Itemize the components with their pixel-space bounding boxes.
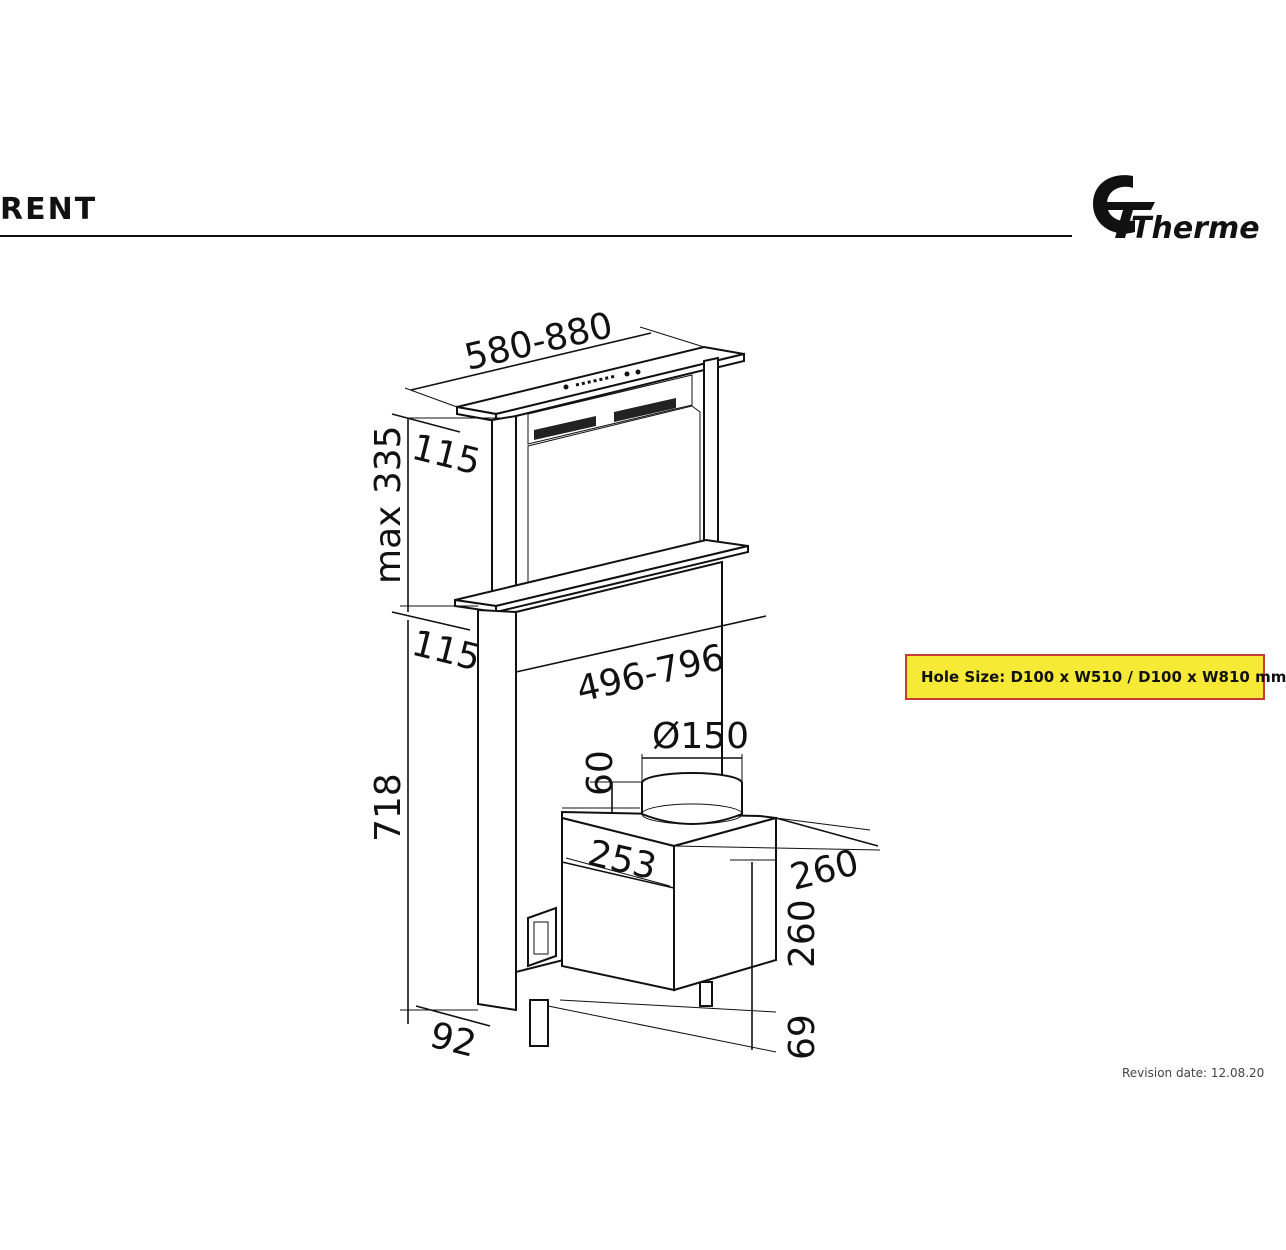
dim-feet-height: 69 [782,1014,823,1060]
dim-base-depth: 115 [408,623,485,679]
dim-collar-height: 60 [580,750,621,796]
control-panel [563,369,641,390]
dim-bottom-depth: 92 [426,1015,480,1066]
motor-unit [527,772,777,992]
dim-max-height: max 335 [368,425,409,584]
brand-logo: Therme [1093,175,1260,246]
dim-width-top: 580-880 [461,305,617,379]
hood-body [454,345,749,1047]
hole-size-notice: Hole Size: D100 x W510 / D100 x W810 mm [905,654,1286,700]
intake-slot-right [614,398,676,422]
dim-top-depth: 115 [408,427,485,483]
support-leg-right [699,981,713,1007]
dim-total-height: 718 [368,773,409,842]
dim-motor-depth: 260 [786,842,863,898]
technical-drawing: 580-880 115 max 335 115 496-796 Ø150 60 … [368,305,881,1066]
header-divider [0,235,1072,237]
revision-date: Revision date: 12.08.20 [1122,1066,1265,1080]
page-title: RENT [0,192,98,227]
logo-text: Therme [1131,211,1260,246]
intake-slot-left [534,416,596,440]
dim-duct-diameter: Ø150 [652,716,749,757]
support-leg-left [529,999,549,1047]
dim-motor-height: 260 [782,899,823,968]
dimension-lines [391,326,881,1053]
